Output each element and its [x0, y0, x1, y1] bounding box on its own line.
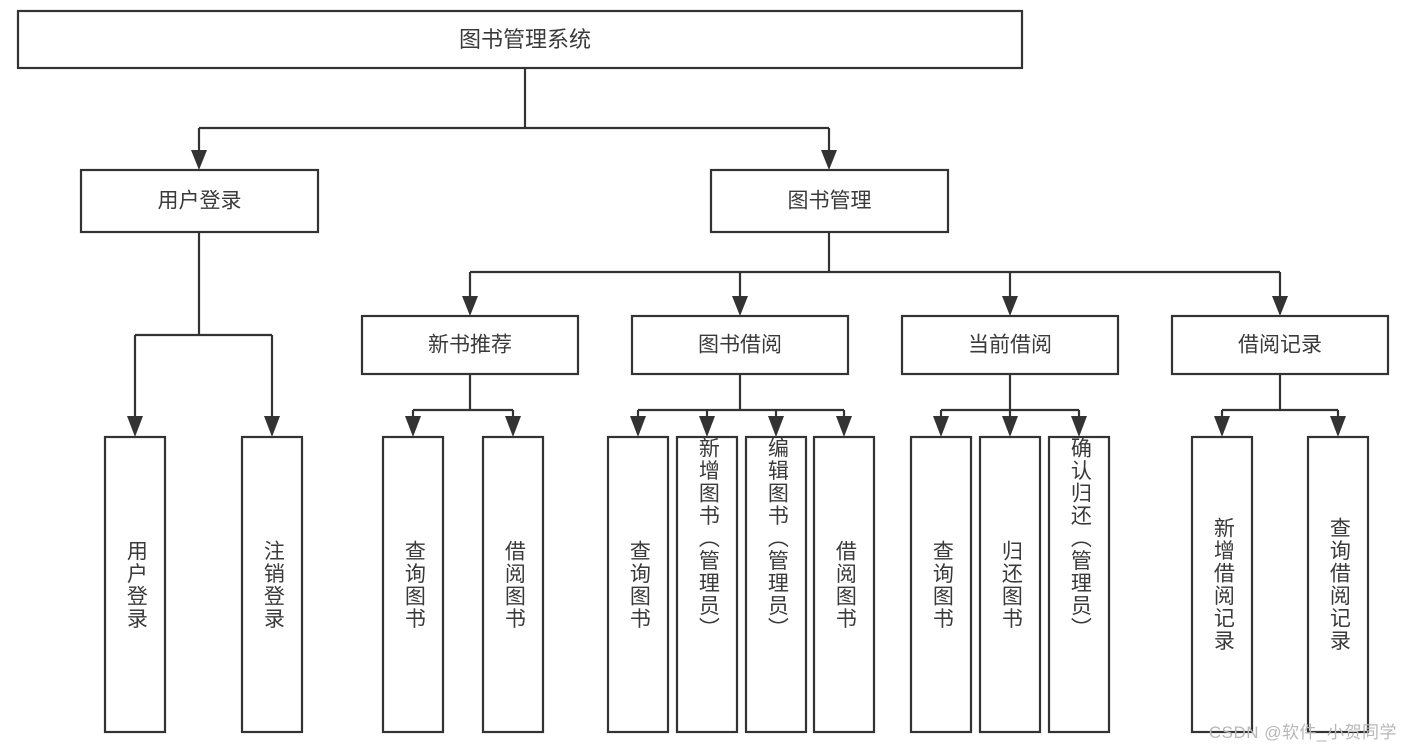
- node-leaf-user-login[interactable]: [103, 435, 167, 734]
- arrow-head-new-book-recommend: [462, 296, 478, 316]
- node-leaf-return-book[interactable]: [978, 435, 1042, 734]
- node-root-label: 图书管理系统: [459, 27, 591, 52]
- node-user-login-label: 用户登录: [158, 190, 242, 213]
- arrow-head-leaf-borrow-book-2: [836, 416, 852, 437]
- arrow-head-leaf-query-record: [1330, 416, 1346, 437]
- node-borrow-record-label: 借阅记录: [1238, 334, 1322, 357]
- connector-group-user-login: [127, 232, 280, 437]
- node-leaf-user-logout[interactable]: [240, 435, 304, 734]
- node-leaf-borrow-book-2[interactable]: [812, 435, 876, 734]
- node-leaf-confirm-return[interactable]: [1047, 435, 1111, 734]
- arrow-head-leaf-return-book: [1002, 416, 1018, 437]
- node-user-login[interactable]: [79, 168, 320, 234]
- connector-group-book-manage: [462, 232, 1288, 316]
- node-book-manage-label: 图书管理: [788, 190, 872, 213]
- connector-group-new-book-recommend: [405, 374, 521, 437]
- arrow-head-borrow-record: [1272, 296, 1288, 316]
- arrow-head-book-borrow: [732, 296, 748, 316]
- arrow-head-leaf-query-book-1: [405, 416, 421, 437]
- connector-group-root: [191, 68, 837, 170]
- csdn-watermark: CSDN @软件_小贺同学: [1208, 723, 1397, 742]
- arrow-head-leaf-query-book-3: [933, 416, 949, 437]
- connector-group-current-borrow: [933, 374, 1087, 437]
- node-leaf-add-record[interactable]: [1190, 435, 1254, 734]
- node-book-borrow-label: 图书借阅: [698, 334, 782, 357]
- arrow-head-leaf-query-book-2: [630, 416, 646, 437]
- node-leaf-query-book-2[interactable]: [606, 435, 670, 734]
- connector-group-book-borrow: [630, 374, 852, 437]
- node-current-borrow-label: 当前借阅: [968, 334, 1052, 357]
- node-leaf-edit-book[interactable]: [744, 435, 808, 734]
- arrow-head-leaf-edit-book: [768, 416, 784, 437]
- arrow-head-leaf-user-logout: [264, 416, 280, 437]
- node-leaf-query-book-1[interactable]: [381, 435, 445, 734]
- node-leaf-add-book[interactable]: [675, 435, 739, 734]
- arrow-head-leaf-borrow-book-1: [505, 416, 521, 437]
- node-current-borrow[interactable]: [900, 314, 1120, 376]
- node-leaf-borrow-book-1[interactable]: [481, 435, 545, 734]
- arrow-head-current-borrow: [1002, 296, 1018, 316]
- node-book-manage[interactable]: [709, 168, 950, 234]
- arrow-head-user-login: [191, 150, 207, 170]
- arrow-head-leaf-confirm-return: [1071, 416, 1087, 437]
- connector-group-borrow-record: [1214, 374, 1346, 437]
- node-book-borrow[interactable]: [630, 314, 850, 376]
- node-borrow-record[interactable]: [1170, 314, 1390, 376]
- node-new-book-recommend-label: 新书推荐: [428, 334, 512, 357]
- node-leaf-query-record[interactable]: [1306, 435, 1370, 734]
- arrow-head-leaf-add-record: [1214, 416, 1230, 437]
- arrow-head-leaf-add-book: [699, 416, 715, 437]
- node-leaf-query-book-3[interactable]: [909, 435, 973, 734]
- arrow-head-leaf-user-login: [127, 416, 143, 437]
- node-root[interactable]: [16, 9, 1024, 70]
- arrow-head-book-manage: [821, 150, 837, 170]
- node-new-book-recommend[interactable]: [360, 314, 580, 376]
